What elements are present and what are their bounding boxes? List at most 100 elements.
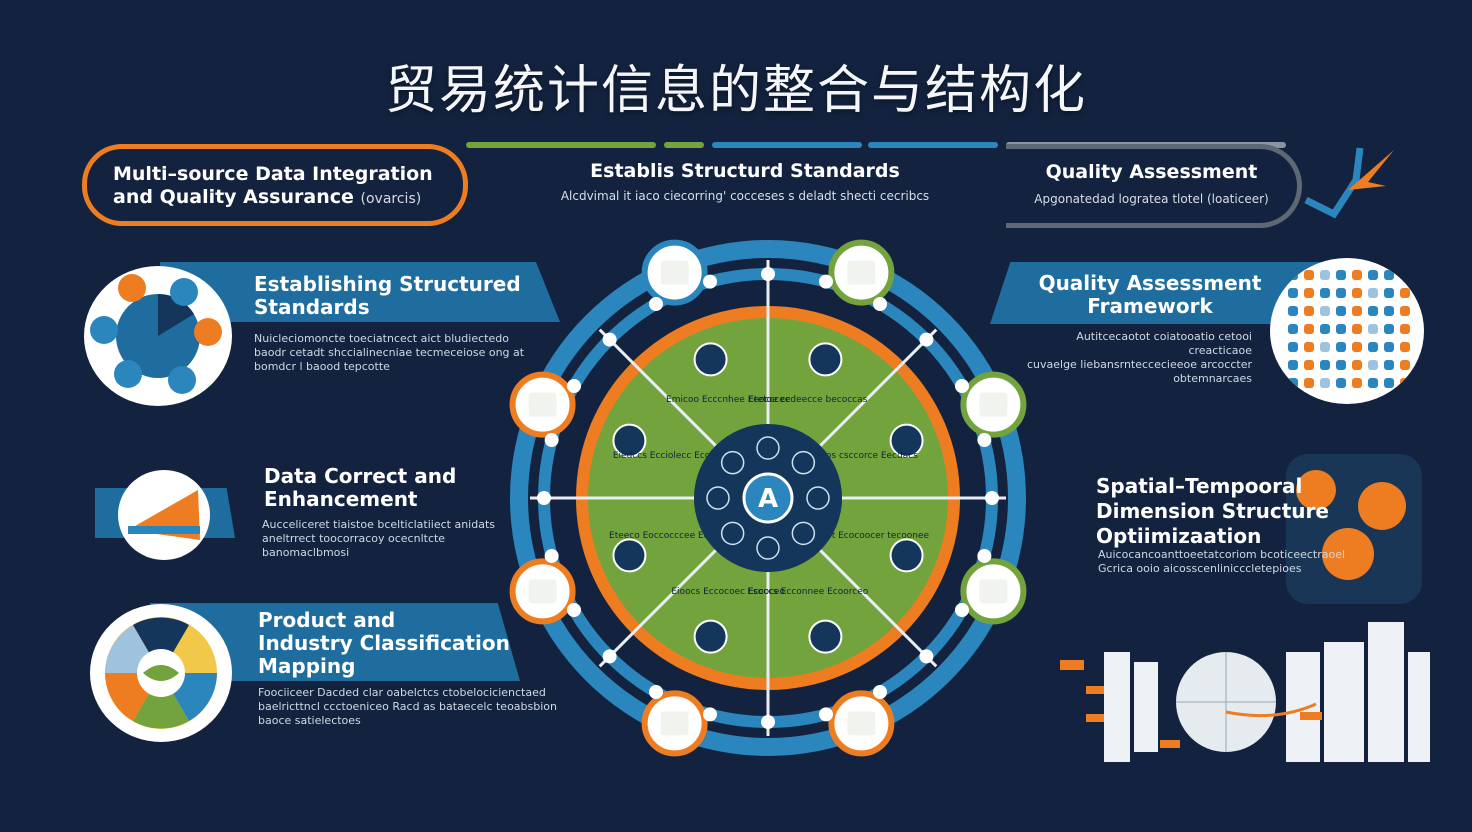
matrix-dot [1368, 270, 1378, 280]
hub-icon [706, 486, 730, 510]
spoke-label: Eiedccs Ecciolecc Eccoees [613, 451, 731, 461]
ring-dot [703, 274, 718, 289]
ring-dot [977, 548, 992, 563]
matrix-dot [1336, 288, 1346, 298]
inner-badge[interactable] [889, 538, 924, 573]
inner-badge[interactable] [808, 342, 843, 377]
matrix-dot [1320, 306, 1330, 316]
matrix-dot [1384, 342, 1394, 352]
matrix-dot [1384, 324, 1394, 334]
matrix-dot [1368, 360, 1378, 370]
matrix-dot [1368, 378, 1378, 388]
ring-dot [977, 433, 992, 448]
arrow-icon [1304, 147, 1394, 219]
ring-dot [649, 684, 663, 699]
ring-dot [985, 491, 999, 505]
matrix-dot [1352, 288, 1362, 298]
card-integration-note: (ovarcis) [360, 191, 422, 207]
card-integration-title-2: and Quality Assurance [113, 186, 354, 208]
matrix-dot [1288, 342, 1298, 352]
inner-badge[interactable] [612, 538, 647, 573]
matrix-dot [1352, 342, 1362, 352]
spoke-label: Eteeco Eoccocccee Eoccoes [609, 531, 735, 541]
hub-icon [720, 450, 745, 475]
matrix-dot [1304, 378, 1314, 388]
inner-badge[interactable] [889, 423, 924, 458]
matrix-dot [1400, 378, 1410, 388]
card-integration-title-1: Multi–source Data Integration [113, 163, 433, 185]
ring-dot [567, 603, 582, 617]
spoke-label: Elclos csccorce Eecdacs [810, 451, 918, 461]
section-standards-desc: Nuicleciomoncte toeciatncect aict bludie… [254, 332, 525, 373]
matrix-dot [1304, 288, 1314, 298]
hub-icon [756, 436, 780, 460]
spoke-label: Esoccs Ecconnee Ecoorceo [747, 587, 868, 597]
ring-dot [537, 491, 551, 505]
matrix-dot [1384, 378, 1394, 388]
inner-badge[interactable] [612, 423, 647, 458]
matrix-dot [1288, 360, 1298, 370]
matrix-dot [1336, 342, 1346, 352]
matrix-dot [1384, 360, 1394, 370]
hub-center[interactable] [742, 472, 794, 524]
section-spatial-desc: Auicocancoanttoeetatcoriom bcoticeectrao… [1098, 548, 1346, 575]
ring-dot [919, 332, 934, 347]
card-standards-title: Establis Structurd Standards [590, 160, 900, 182]
matrix-dot [1336, 360, 1346, 370]
section-correction-title: Data Correct and Enhancement [264, 464, 457, 511]
section-classification-desc: Foociiceer Dacded clar oabelctcs ctobelo… [258, 686, 557, 727]
inner-badge[interactable] [693, 342, 728, 377]
enhancement-illustration [118, 470, 210, 560]
matrix-dot [1304, 306, 1314, 316]
inner-badge[interactable] [808, 619, 843, 654]
ring-dot [954, 379, 969, 393]
section-quality-title: Quality Assessment Framework [1038, 271, 1262, 318]
matrix-dot [1400, 342, 1410, 352]
matrix-dot [1384, 270, 1394, 280]
ring-dot [873, 684, 887, 699]
ring-dot [919, 649, 934, 664]
matrix-dot [1336, 270, 1346, 280]
hub-label: A [758, 484, 778, 514]
outer-node-icon [979, 392, 1008, 417]
matrix-dot [1304, 270, 1314, 280]
ring-dot [602, 332, 617, 347]
ring-dot [602, 649, 617, 664]
card-integration[interactable]: Multi–source Data Integration and Qualit… [82, 144, 468, 226]
ring-dot [818, 274, 833, 289]
ring-dot [761, 267, 775, 281]
flowchart-illustration [1060, 622, 1430, 762]
spoke-label: Emicoo Ecccnhee Eeocccee [666, 395, 791, 405]
hub-icon [720, 521, 745, 546]
matrix-dot [1304, 324, 1314, 334]
ring-dot [649, 297, 663, 312]
classification-wheel-illustration [90, 604, 232, 742]
matrix-dot [1400, 270, 1410, 280]
matrix-dot [1320, 324, 1330, 334]
matrix-dot [1352, 360, 1362, 370]
matrix-dot [1400, 360, 1410, 370]
inner-badge[interactable] [693, 619, 728, 654]
card-standards[interactable]: Establis Structurd Standards Alcdvimal i… [560, 160, 930, 203]
matrix-dot [1320, 378, 1330, 388]
matrix-dot [1336, 324, 1346, 334]
card-quality[interactable]: Quality Assessment Apgonatedad logratea … [1006, 144, 1302, 228]
matrix-dot [1336, 306, 1346, 316]
section-standards-title: Establishing Structured Standards [254, 272, 521, 319]
ring-dot [954, 603, 969, 617]
ring-dot [544, 548, 559, 563]
matrix-dot [1288, 288, 1298, 298]
ring-dot [761, 715, 775, 729]
matrix-dot [1368, 306, 1378, 316]
card-standards-subtitle: Alcdvimal it iaco ciecorring' cocceses s… [560, 189, 930, 203]
hub-icon [806, 486, 830, 510]
hub-icon [791, 450, 816, 475]
matrix-dot [1368, 342, 1378, 352]
outer-node-icon [528, 392, 557, 417]
matrix-dot [1400, 288, 1410, 298]
matrix-dot [1304, 342, 1314, 352]
outer-node-icon [847, 260, 876, 285]
matrix-dot [1368, 324, 1378, 334]
spoke-label: Ecooaot Ecocoocer tecoonee [799, 531, 929, 541]
